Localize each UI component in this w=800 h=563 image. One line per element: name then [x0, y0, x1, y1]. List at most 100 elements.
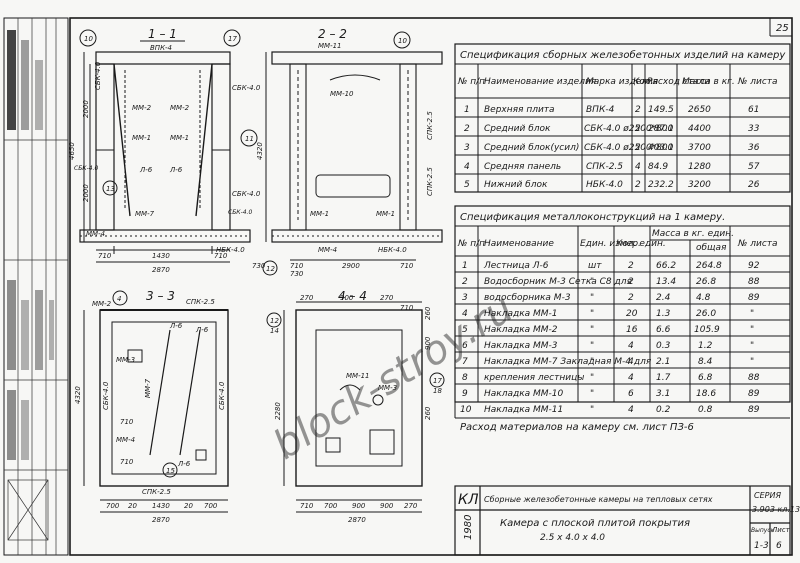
- svg-text:3700: 3700: [688, 143, 711, 153]
- svg-text:33: 33: [748, 124, 760, 134]
- dim-20-a: 20: [128, 502, 137, 510]
- svg-text:88: 88: [748, 373, 760, 383]
- dim-270-c: 270: [404, 502, 418, 510]
- svg-text:": ": [590, 389, 594, 399]
- table1-title: Спецификация сборных железобетонных изде…: [460, 49, 786, 61]
- svg-text:6.6: 6.6: [656, 325, 671, 335]
- svg-text:26.0: 26.0: [696, 309, 716, 319]
- svg-text:2: 2: [635, 143, 641, 153]
- svg-text:НБК-4.0: НБК-4.0: [586, 180, 623, 190]
- mark-spk-c: СПК-2.5: [186, 298, 215, 306]
- svg-text:57: 57: [748, 162, 760, 172]
- mark-l6-e: Л-6: [177, 460, 191, 468]
- svg-text:0.8: 0.8: [698, 405, 713, 415]
- mark-mm7: ММ-7: [135, 210, 155, 218]
- title-line3: 2.5 х 4.0 х 4.0: [540, 533, 605, 543]
- svg-text:1.7: 1.7: [656, 373, 671, 383]
- dim-4320-b: 4320: [74, 386, 82, 404]
- callout-14: 14: [270, 327, 279, 335]
- mark-m4: ММ-4: [86, 230, 105, 238]
- svg-text:8.4: 8.4: [698, 357, 713, 367]
- svg-text:89: 89: [748, 405, 760, 415]
- callout-15: 15: [166, 467, 175, 475]
- svg-text:4: 4: [628, 357, 634, 367]
- svg-text:92: 92: [748, 261, 760, 271]
- section-1-1-label: 1 – 1: [148, 27, 177, 41]
- vypusk-label: Выпуск: [751, 527, 775, 534]
- svg-text:СПК-2.5: СПК-2.5: [586, 162, 623, 172]
- dim-900-a: 900: [340, 294, 354, 302]
- svg-text:26.8: 26.8: [696, 277, 716, 287]
- section-1-1: 1 – 1 ВПК-4: [79, 27, 258, 263]
- dim-20-b: 20: [184, 502, 193, 510]
- mark-mm1-c: ММ-1: [310, 210, 329, 218]
- svg-text:403.1: 403.1: [648, 143, 674, 153]
- t2-header-unit: Един. измер.: [580, 239, 641, 249]
- svg-text:4: 4: [462, 309, 468, 319]
- svg-text:": ": [590, 293, 594, 303]
- t2-header-no: № п/п: [457, 239, 485, 249]
- mark-sbk-inset: СБК-4.0: [74, 165, 98, 172]
- left-stamp-frame: [3, 17, 69, 556]
- mark-nbk-b: НБК-4.0: [378, 246, 407, 254]
- list-value: 6: [776, 541, 782, 551]
- table-row: 2 Средний блок СБК-4.0 ø2500*800 2 287.1…: [464, 124, 760, 134]
- svg-text:Нижний блок: Нижний блок: [484, 180, 548, 190]
- svg-text:232.2: 232.2: [648, 180, 674, 190]
- mark-mm2-b: ММ-2: [170, 104, 190, 112]
- series-value: 3.903 кл.13: [752, 505, 800, 514]
- t2-header-qty: Кол. един.: [616, 239, 666, 249]
- dim-730: 730: [252, 262, 266, 270]
- mark-vpk4: ВПК-4: [150, 44, 172, 52]
- section-2-2-label: 2 – 2: [318, 27, 347, 41]
- t1-header-name: Наименование изделия: [484, 77, 597, 87]
- dim-710-e: 710: [120, 418, 134, 426]
- svg-text:0.3: 0.3: [656, 341, 671, 351]
- svg-text:1: 1: [462, 261, 468, 271]
- dim-270-b: 270: [380, 294, 394, 302]
- svg-text:Накладка ММ-11: Накладка ММ-11: [484, 405, 563, 415]
- mark-spk-d: СПК-2.5: [142, 488, 171, 496]
- vypusk-value: 1-3: [754, 541, 769, 551]
- svg-text:61: 61: [748, 105, 759, 115]
- svg-text:": ": [590, 309, 594, 319]
- dim-2280: 2280: [274, 402, 282, 420]
- svg-text:6: 6: [462, 341, 468, 351]
- mark-mm10: ММ-10: [330, 90, 354, 98]
- svg-text:3: 3: [464, 143, 470, 153]
- mark-mm3: ММ-3: [116, 356, 135, 364]
- mark-mm3-b: ММ-3: [378, 384, 397, 392]
- list-label: Лист: [771, 526, 791, 534]
- svg-text:1: 1: [464, 105, 470, 115]
- dim-710-g: 710: [400, 304, 414, 312]
- table-row: 4 Средняя панель СПК-2.5 4 84.9 1280 57: [464, 162, 760, 172]
- mark-sbk-left: СБК-4.0: [94, 61, 102, 90]
- svg-text:Накладка ММ-1: Накладка ММ-1: [484, 309, 558, 319]
- sheet-number: 25: [776, 23, 789, 34]
- svg-text:16: 16: [626, 325, 638, 335]
- t1-header-qty: Кол.: [633, 77, 654, 87]
- svg-text:Средний блок(усил): Средний блок(усил): [484, 143, 579, 153]
- svg-text:2.1: 2.1: [656, 357, 670, 367]
- t1-header-mass: Масса в кг.: [682, 77, 735, 87]
- svg-text:6.8: 6.8: [698, 373, 713, 383]
- mark-mm11-b: ММ-11: [346, 372, 370, 380]
- mark-sbk-d: СБК-4.0: [218, 381, 226, 410]
- svg-text:4: 4: [635, 162, 641, 172]
- mark-mm1-d: ММ-1: [376, 210, 395, 218]
- svg-text:9: 9: [462, 389, 468, 399]
- title-year: 1980: [463, 515, 474, 540]
- svg-text:Верхняя плита: Верхняя плита: [484, 105, 555, 115]
- svg-text:2: 2: [628, 277, 634, 287]
- svg-text:": ": [590, 277, 594, 287]
- svg-text:Средний блок: Средний блок: [484, 124, 551, 134]
- sheet-frame: [69, 17, 793, 556]
- dim-2900: 2900: [342, 262, 360, 270]
- table-row: 1 Верхняя плита ВПК-4 2 149.5 2650 61: [464, 105, 759, 115]
- svg-text:10: 10: [460, 405, 472, 415]
- svg-text:Накладка ММ-7 Закладная М-4 дл: Накладка ММ-7 Закладная М-4 для: [484, 357, 652, 367]
